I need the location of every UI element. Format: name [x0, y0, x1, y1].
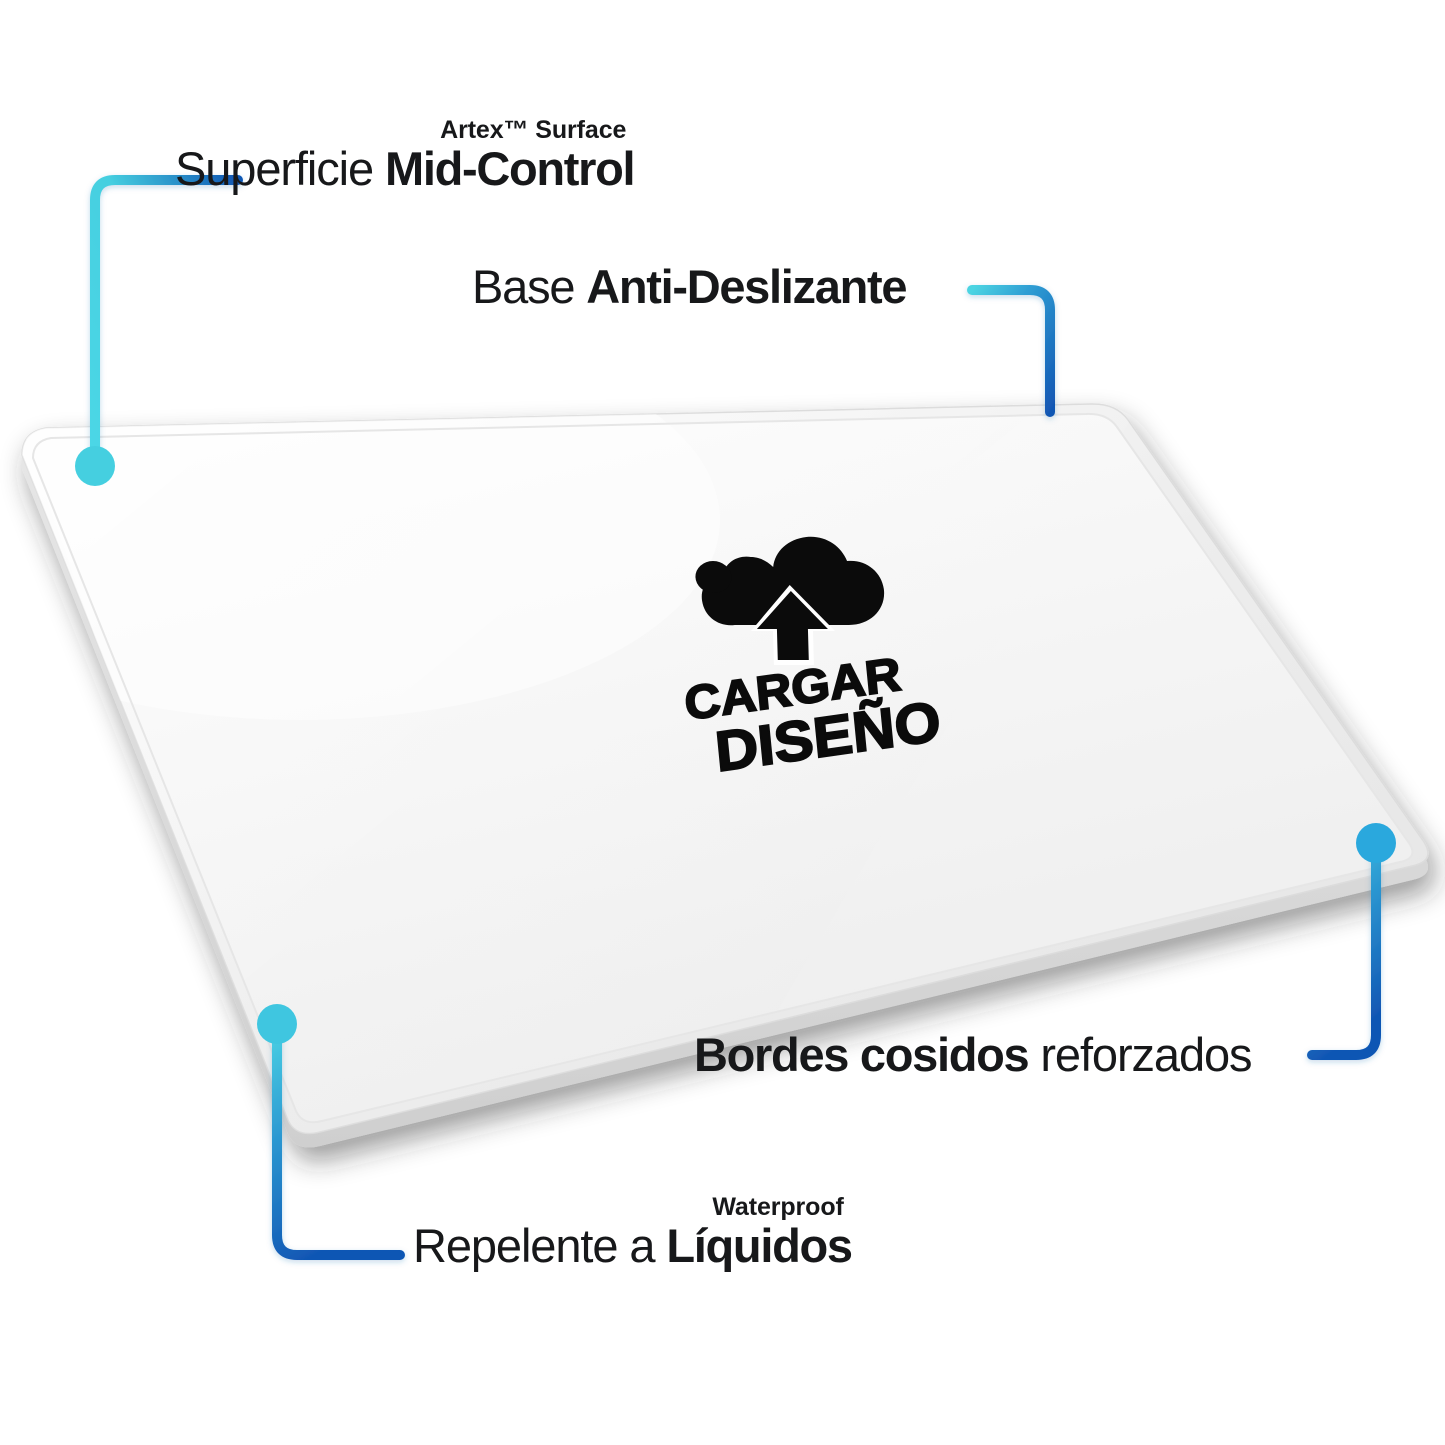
connector-waterproof — [257, 1004, 405, 1260]
callout-waterproof-lead: Repelente a — [413, 1219, 667, 1272]
callout-dot-surface — [75, 446, 115, 486]
callout-dot-waterproof — [257, 1004, 297, 1044]
callout-nonslip-lead: Base — [472, 260, 587, 313]
callout-surface: Artex™ Surface Superficie Mid-Control — [175, 116, 636, 195]
callout-dot-edges — [1356, 823, 1396, 863]
callout-surface-kicker: Artex™ Surface — [440, 116, 627, 144]
callout-waterproof: Waterproof Repelente a Líquidos — [413, 1193, 853, 1272]
connector-edges — [1307, 823, 1396, 1060]
callout-waterproof-title: Repelente a Líquidos — [413, 1219, 853, 1272]
callout-nonslip-title: Base Anti-Deslizante — [472, 260, 907, 313]
mat-seam — [31, 412, 1414, 1124]
callout-waterproof-kicker: Waterproof — [712, 1193, 844, 1221]
callout-nonslip-strong: Anti-Deslizante — [586, 260, 907, 313]
callout-edges-title: Bordes cosidos reforzados — [694, 1028, 1253, 1081]
callout-nonslip: Base Anti-Deslizante — [472, 260, 907, 313]
desk-mat — [21, 403, 1429, 1148]
connector-nonslip — [967, 285, 1055, 417]
callout-waterproof-strong: Líquidos — [666, 1219, 853, 1272]
callout-surface-lead: Superficie — [175, 142, 385, 195]
callout-edges: Bordes cosidos reforzados — [694, 1028, 1253, 1081]
connector-surface — [75, 175, 243, 486]
callout-surface-strong: Mid-Control — [384, 142, 636, 195]
callout-edges-trail: reforzados — [1028, 1028, 1252, 1081]
callout-edges-strong: Bordes cosidos — [694, 1028, 1030, 1081]
callout-surface-title: Superficie Mid-Control — [175, 142, 636, 195]
